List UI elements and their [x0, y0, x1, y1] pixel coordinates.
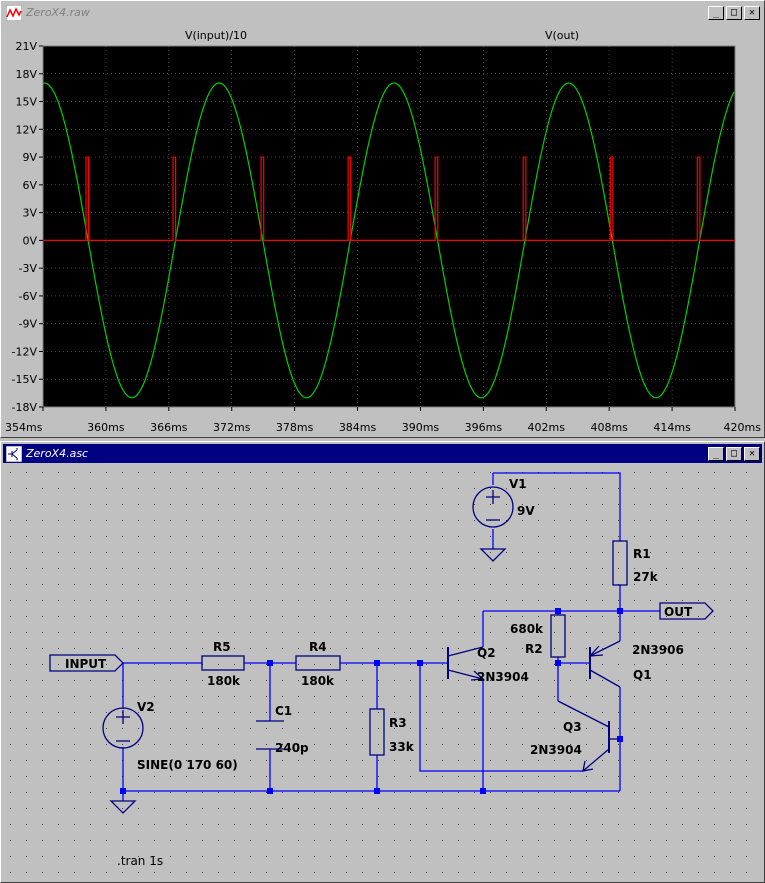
- voltage-source-v1[interactable]: [472, 486, 514, 528]
- x-tick-label: 396ms: [465, 421, 503, 434]
- legend-input-label: V(input)/10: [185, 29, 247, 42]
- r4-value: 180k: [301, 674, 335, 688]
- close-button[interactable]: ✕: [744, 5, 760, 20]
- waveform-window: ZeroX4.raw _ □ ✕ 21V 18V 15V 12V 9V 6V 3V 0V -3V…: [0, 0, 765, 438]
- transistor-q1[interactable]: [588, 640, 621, 688]
- schematic-app-icon: [6, 445, 22, 462]
- legend-output-label: V(out): [545, 29, 579, 42]
- y-tick-label: -6V: [19, 290, 38, 303]
- y-tick-label: -9V: [19, 318, 38, 331]
- resistor-r5[interactable]: [201, 655, 245, 671]
- y-tick-label: 15V: [15, 96, 37, 109]
- v1-value: 9V: [517, 504, 535, 518]
- maximize-button[interactable]: □: [726, 5, 742, 20]
- r5-name: R5: [213, 640, 231, 654]
- q2-model: 2N3904: [477, 670, 529, 684]
- waveform-app-icon: [6, 4, 22, 21]
- y-tick-label: 18V: [15, 68, 37, 81]
- v2-name: V2: [137, 700, 155, 714]
- r1-value: 27k: [633, 570, 659, 584]
- y-tick-label: 9V: [22, 151, 37, 164]
- y-tick-label: -3V: [19, 262, 38, 275]
- x-tick-label: 420ms: [724, 421, 762, 434]
- x-tick-label: 408ms: [590, 421, 628, 434]
- resistor-r2[interactable]: [550, 614, 566, 658]
- waveform-window-titlebar[interactable]: ZeroX4.raw _ □ ✕: [3, 3, 762, 22]
- x-tick-label: 390ms: [402, 421, 440, 434]
- plot-area: [42, 45, 736, 408]
- schematic-window-titlebar[interactable]: ZeroX4.asc _ □ ✕: [3, 444, 762, 463]
- x-tick-label: 372ms: [213, 421, 251, 434]
- c1-name: C1: [275, 704, 292, 718]
- output-port-label: OUT: [664, 605, 693, 619]
- q2-name: Q2: [477, 646, 496, 660]
- x-tick-label: 360ms: [87, 421, 125, 434]
- q3-name: Q3: [563, 720, 582, 734]
- x-tick-label: 384ms: [339, 421, 377, 434]
- y-tick-label: -12V: [12, 345, 38, 358]
- wires: [122, 472, 660, 801]
- x-tick-label: 414ms: [653, 421, 691, 434]
- c1-value: 240p: [275, 741, 309, 755]
- close-button[interactable]: ✕: [744, 446, 760, 461]
- schematic-window-title: ZeroX4.asc: [26, 447, 89, 460]
- spice-directive[interactable]: .tran 1s: [117, 854, 163, 868]
- y-tick-label: 0V: [22, 234, 37, 247]
- trace-output: [43, 156, 735, 241]
- r4-name: R4: [309, 640, 327, 654]
- x-tick-label: 378ms: [276, 421, 314, 434]
- input-port[interactable]: [49, 654, 124, 672]
- r2-value: 680k: [510, 622, 544, 636]
- y-tick-label: -15V: [12, 373, 38, 386]
- v2-value: SINE(0 170 60): [137, 758, 238, 772]
- capacitor-c1[interactable]: [256, 720, 284, 750]
- ground-symbol: [109, 800, 137, 814]
- schematic-window: ZeroX4.asc _ □ ✕: [0, 441, 765, 883]
- x-tick-label: 366ms: [150, 421, 188, 434]
- transistor-q2[interactable]: [447, 646, 485, 681]
- y-tick-label: 21V: [15, 40, 37, 53]
- schematic-canvas[interactable]: INPUT OUT R5 180k R4 180k C1 240p R3 33k…: [3, 464, 762, 880]
- resistor-r4[interactable]: [295, 655, 341, 671]
- maximize-button[interactable]: □: [726, 446, 742, 461]
- y-tick-label: 12V: [15, 123, 37, 136]
- minimize-button[interactable]: _: [708, 5, 724, 20]
- resistor-r3[interactable]: [369, 708, 385, 756]
- y-tick-label: -18V: [12, 401, 38, 414]
- resistor-r1[interactable]: [612, 540, 628, 586]
- r3-name: R3: [389, 716, 407, 730]
- waveform-plot[interactable]: 21V 18V 15V 12V 9V 6V 3V 0V -3V -6V -9V -12V -15V -18…: [1, 23, 764, 437]
- waveform-window-title: ZeroX4.raw: [26, 6, 90, 19]
- r2-name: R2: [525, 642, 543, 656]
- minimize-button[interactable]: _: [708, 446, 724, 461]
- q1-model: 2N3906: [632, 643, 684, 657]
- schematic-grid: [3, 464, 762, 880]
- ground-symbol: [479, 548, 507, 562]
- x-tick-label: 402ms: [528, 421, 566, 434]
- y-tick-label: 3V: [22, 207, 37, 220]
- q1-name: Q1: [633, 668, 652, 682]
- voltage-source-v2[interactable]: [102, 707, 144, 749]
- r3-value: 33k: [389, 740, 415, 754]
- input-port-label: INPUT: [65, 657, 107, 671]
- r5-value: 180k: [207, 674, 241, 688]
- transistor-q3[interactable]: [557, 700, 620, 772]
- y-tick-label: 6V: [22, 179, 37, 192]
- v1-name: V1: [509, 477, 527, 491]
- trace-input: [42, 82, 735, 399]
- r1-name: R1: [633, 547, 651, 561]
- q3-model: 2N3904: [530, 743, 582, 757]
- output-port[interactable]: [659, 602, 714, 620]
- x-tick-label: 354ms: [5, 421, 43, 434]
